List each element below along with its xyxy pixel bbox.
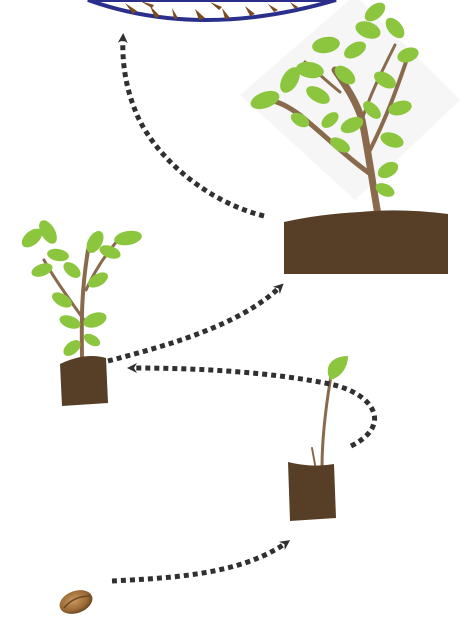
- ground-soil: [284, 210, 448, 274]
- young-plant-in-pot: [18, 217, 143, 406]
- harvest-plate: [88, 0, 336, 20]
- young-plant-pot: [60, 356, 108, 406]
- arrow-tree-to-harvest: [123, 38, 264, 216]
- tree-in-ground: [240, 0, 460, 274]
- sprout-pot: [288, 462, 336, 521]
- sprout-leaf: [328, 356, 348, 380]
- arrow-sprout-to-young-plant: [132, 368, 375, 446]
- arrow-seed-to-sprout: [112, 543, 286, 581]
- seed: [56, 586, 95, 618]
- arrow-young-plant-to-tree: [108, 287, 280, 361]
